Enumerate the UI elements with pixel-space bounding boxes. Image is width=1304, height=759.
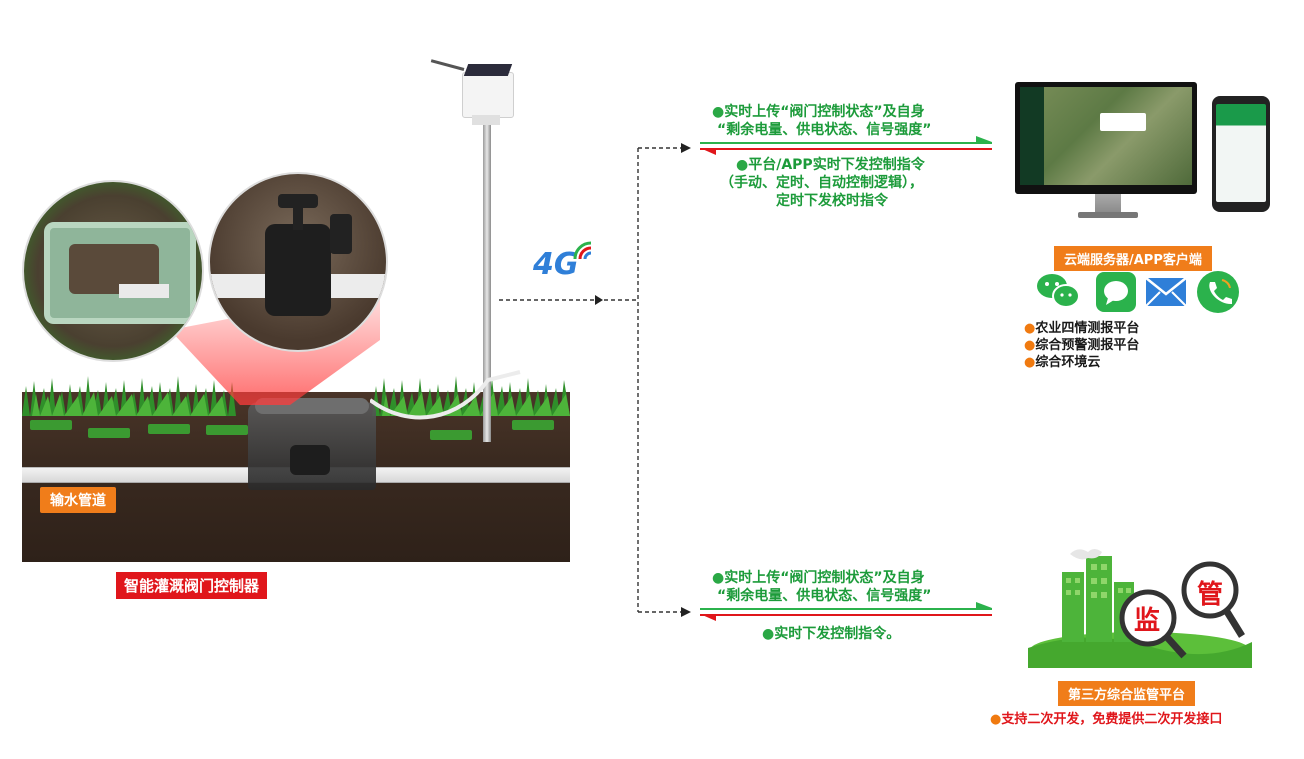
pipe-label: 输水管道 — [40, 487, 116, 513]
antenna — [430, 59, 465, 71]
grass-tuft — [148, 424, 190, 434]
pole-bracket — [472, 115, 500, 125]
message-icon — [1096, 272, 1136, 312]
phone-icon — [1196, 270, 1240, 314]
cloud-label: 云端服务器/APP客户端 — [1054, 246, 1212, 271]
grass-tuft — [30, 420, 72, 430]
bullet-icon: ● — [990, 712, 1002, 727]
upload-arrowhead — [976, 136, 992, 142]
bottom-upload-line2: “剩余电量、供电状态、信号强度” — [717, 588, 932, 604]
solar-panel — [463, 64, 513, 76]
smartphone — [1212, 96, 1270, 212]
list-item: ●农业四情测报平台 — [1024, 321, 1140, 336]
upload-arrow-green — [700, 608, 992, 610]
top-upload-line1: 实时上传“阀门控制状态”及自身 — [724, 104, 925, 120]
platform-list: ●农业四情测报平台 ●综合预警测报平台 ●综合环境云 — [1024, 320, 1139, 371]
wechat-icon — [1036, 272, 1080, 310]
download-arrow-red — [700, 148, 992, 150]
bullet-icon: ● — [736, 157, 749, 173]
bullet-icon: ● — [1024, 338, 1036, 353]
support-note: ●支持二次开发，免费提供二次开发接口 — [990, 708, 1222, 727]
monitor-stand — [1095, 194, 1121, 214]
cable — [370, 370, 521, 420]
upload-arrowhead — [976, 602, 992, 608]
sensor-pole — [483, 112, 491, 442]
bottom-download-line1: 实时下发控制指令。 — [774, 626, 901, 642]
grass-tuft — [430, 430, 472, 440]
top-download-line3: 定时下发校时指令 — [776, 193, 888, 209]
jianguan-char-2: 管 — [1197, 580, 1224, 610]
list-item: ●综合预警测报平台 — [1024, 338, 1140, 353]
third-party-label: 第三方综合监管平台 — [1058, 681, 1196, 706]
valve-body — [290, 445, 330, 475]
bullet-icon: ● — [1024, 321, 1036, 336]
grass-tuft — [206, 425, 248, 435]
grass-tuft — [88, 428, 130, 438]
support-note-text: 支持二次开发，免费提供二次开发接口 — [1001, 712, 1223, 727]
bottom-upload-text: ●实时上传“阀门控制状态”及自身 — [712, 570, 925, 587]
valve-box-closeup-photo — [22, 180, 204, 362]
4g-label: 4G — [533, 247, 579, 282]
bottom-upload-line1: 实时上传“阀门控制状态”及自身 — [724, 570, 925, 586]
bullet-icon: ● — [712, 570, 725, 586]
desktop-monitor — [1015, 82, 1197, 194]
monitor-screen-map — [1020, 87, 1192, 185]
top-download-line1: 平台/APP实时下发控制指令 — [748, 157, 925, 173]
mail-icon — [1145, 276, 1187, 308]
download-arrowhead — [700, 614, 716, 621]
4g-signal-icon: 4G — [533, 241, 603, 283]
top-upload-line2: “剩余电量、供电状态、信号强度” — [717, 122, 932, 138]
top-upload-text: ●实时上传“阀门控制状态”及自身 — [712, 104, 925, 121]
grass-strip — [22, 376, 570, 416]
regulatory-city-illustration: 监 管 — [1028, 538, 1252, 668]
download-arrowhead — [700, 148, 716, 155]
phone-screen — [1216, 104, 1266, 202]
dashed-connectors — [499, 143, 691, 617]
device-label: 智能灌溉阀门控制器 — [116, 572, 268, 599]
solar-controller-head — [462, 72, 514, 118]
top-download-text: ●平台/APP实时下发控制指令 — [736, 157, 925, 174]
bullet-icon: ● — [1024, 355, 1036, 370]
list-item: ●综合环境云 — [1024, 355, 1101, 370]
grass-tuft — [512, 420, 554, 430]
bullet-icon: ● — [712, 104, 725, 120]
top-download-line2: （手动、定时、自动控制逻辑）， — [720, 175, 923, 191]
download-arrow-red — [700, 614, 992, 616]
jianguan-char-1: 监 — [1134, 606, 1161, 636]
monitor-base — [1078, 212, 1138, 218]
upload-arrow-green — [700, 142, 992, 144]
solenoid-valve-photo — [208, 172, 388, 352]
bullet-icon: ● — [762, 626, 775, 642]
bottom-download-text: ●实时下发控制指令。 — [762, 626, 900, 643]
